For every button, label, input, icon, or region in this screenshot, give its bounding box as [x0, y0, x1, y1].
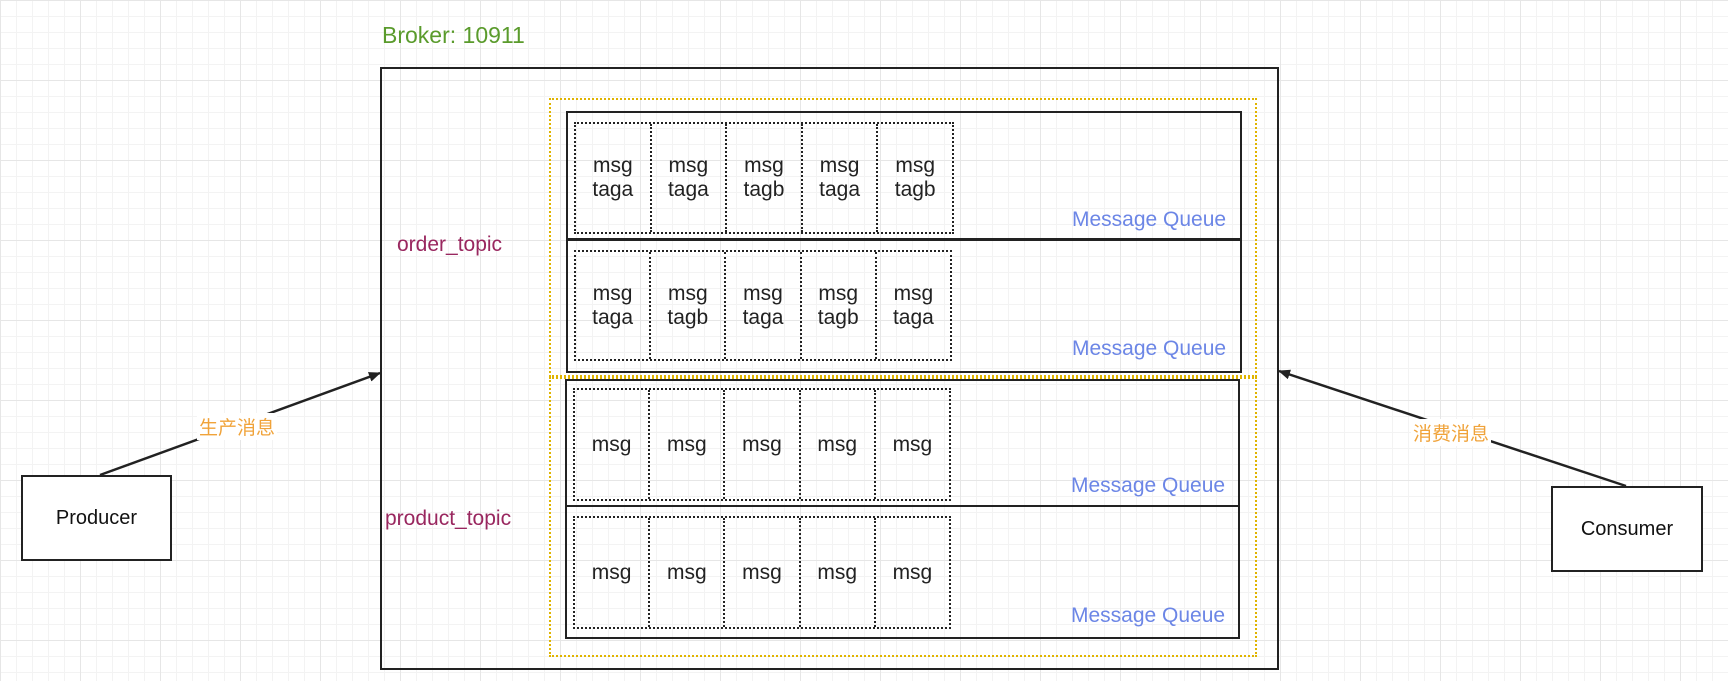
message-item: msg [575, 518, 651, 627]
message-item: msg [801, 518, 876, 627]
message-item: msg [801, 390, 876, 499]
message-item: msg [575, 390, 651, 499]
topic-label-product: product_topic [385, 507, 512, 530]
message-item: msg [892, 432, 933, 456]
message-item: msg [892, 560, 933, 584]
produce-edge-label: 生产消息 [197, 413, 278, 440]
queue-label: Message Queue [1071, 474, 1226, 497]
product-topic-frame [549, 377, 1257, 657]
queue-label: Message Queue [1072, 337, 1227, 360]
queue-label: Message Queue [1072, 208, 1227, 231]
consumer-label: Consumer [1580, 517, 1674, 540]
producer-node[interactable]: Producer [21, 475, 172, 561]
message-queue[interactable] [565, 505, 1240, 639]
consume-edge-label: 消费消息 [1411, 419, 1492, 446]
broker-title: Broker: 10911 [382, 22, 525, 48]
topic-label-order: order_topic [397, 233, 503, 256]
message-item: msg [725, 390, 801, 499]
order-topic-frame [549, 98, 1257, 377]
producer-label: Producer [55, 506, 138, 529]
message-group: msg msg msg msg msg [573, 388, 951, 501]
broker-box[interactable] [380, 67, 1279, 670]
message-group: msg msg msg msg msg [573, 516, 951, 629]
message-queue[interactable] [566, 239, 1242, 373]
message-item: msg [725, 518, 801, 627]
message-item: msg [650, 390, 726, 499]
message-item: msg [650, 518, 726, 627]
consumer-node[interactable]: Consumer [1551, 486, 1703, 572]
queue-label: Message Queue [1071, 604, 1226, 627]
